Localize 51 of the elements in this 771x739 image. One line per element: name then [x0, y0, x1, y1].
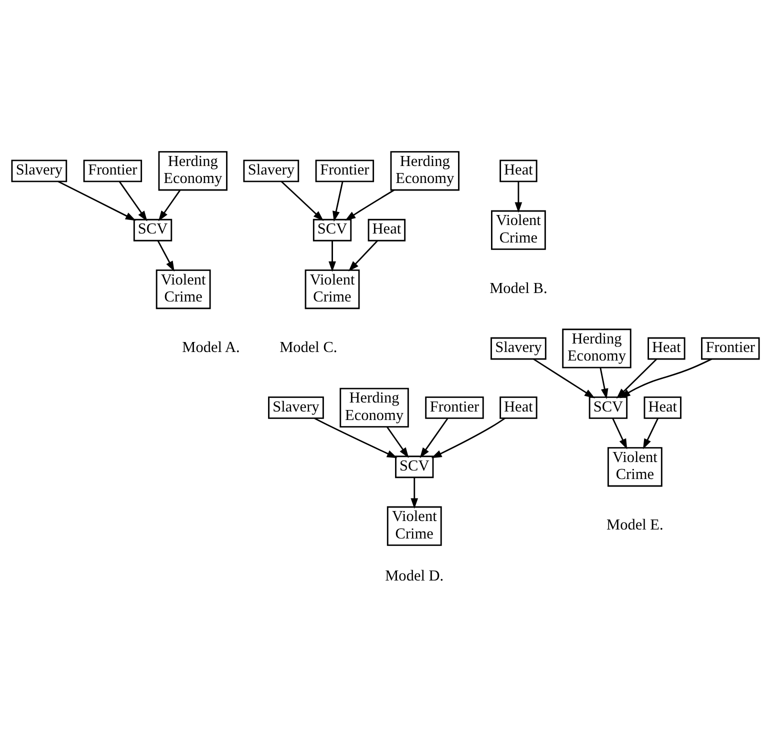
arrow	[157, 240, 174, 272]
arrow	[58, 180, 136, 221]
node-box: Frontier	[701, 337, 760, 360]
arrow	[600, 368, 608, 400]
arrow	[514, 182, 522, 213]
node-box: Slavery	[490, 337, 546, 360]
arrow	[386, 426, 409, 458]
arrow	[345, 190, 394, 221]
node-box: SCV	[588, 396, 628, 419]
node-box: Heat	[500, 396, 538, 419]
node-box: Frontier	[83, 160, 142, 182]
node-box: Frontier	[425, 396, 484, 419]
node-box: Violent Crime	[607, 447, 662, 487]
node-box: Slavery	[243, 160, 300, 182]
node-box: Violent Crime	[491, 210, 546, 250]
label: Model D.	[385, 567, 444, 584]
arrow	[332, 181, 344, 222]
arrow	[420, 418, 448, 458]
arrow	[118, 181, 148, 222]
node-box: Frontier	[315, 160, 374, 182]
label: Model C.	[280, 339, 338, 356]
node-box: SCV	[312, 218, 352, 242]
arrow	[314, 418, 398, 458]
label: Model E.	[606, 516, 664, 534]
arrow	[348, 240, 378, 272]
label: Model B.	[490, 280, 548, 297]
node-box: Heat	[648, 337, 686, 360]
node-box: Slavery	[268, 396, 324, 419]
arrow	[620, 358, 712, 398]
arrow	[533, 358, 596, 398]
node-box: Violent Crime	[304, 270, 360, 310]
node-box: Slavery	[11, 160, 68, 182]
arrow	[328, 240, 336, 272]
node-box: Heat	[368, 218, 406, 242]
node-box: Violent Crime	[156, 270, 211, 310]
node-box: SCV	[395, 456, 434, 478]
arrow	[431, 418, 506, 458]
arrow	[642, 418, 659, 450]
node-box: Herding Economy	[562, 328, 632, 368]
label: Model A.	[182, 339, 240, 356]
arrow	[281, 181, 324, 222]
arrow	[158, 190, 181, 222]
node-box: SCV	[133, 218, 172, 242]
node-box: Heat	[644, 396, 682, 419]
node-box: Heat	[500, 160, 538, 182]
arrow	[410, 478, 418, 509]
node-box: Herding Economy	[390, 151, 460, 191]
arrow	[612, 418, 628, 450]
node-box: Violent Crime	[386, 506, 442, 546]
node-box: Herding Economy	[158, 151, 228, 191]
node-box: Herding Economy	[340, 388, 409, 428]
